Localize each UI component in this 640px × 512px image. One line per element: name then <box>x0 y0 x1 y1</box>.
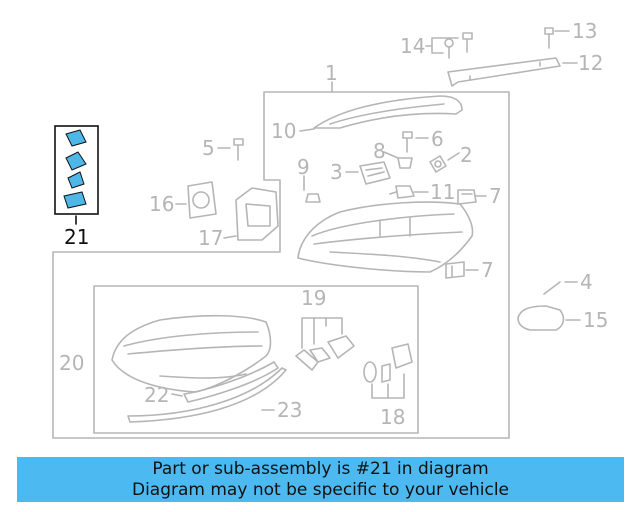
callout-4: 4 <box>580 270 593 294</box>
actuator-11 <box>389 185 429 199</box>
banner-line-2: Diagram may not be specific to your vehi… <box>131 479 509 500</box>
clip-7b <box>445 261 479 279</box>
trim-strip-22 <box>183 361 279 403</box>
inner-assembly-box <box>93 285 419 434</box>
callout-16: 16 <box>149 192 174 216</box>
callout-21: 21 <box>64 225 89 249</box>
info-banner: Part or sub-assembly is #21 in diagram D… <box>17 457 624 502</box>
banner-line-1: Part or sub-assembly is #21 in diagram <box>152 458 489 479</box>
clip-9 <box>303 175 321 203</box>
callout-13: 13 <box>572 19 597 43</box>
gasket-2 <box>429 152 460 173</box>
callout-11: 11 <box>430 180 455 204</box>
bezel-parts-19 <box>295 317 355 371</box>
callout-15: 15 <box>583 308 608 332</box>
trim-strip-23 <box>127 367 287 423</box>
bolt-6 <box>402 131 429 153</box>
callout-1: 1 <box>325 61 338 85</box>
screw-4 <box>543 281 578 295</box>
mounting-bracket <box>447 57 561 87</box>
callout-6: 6 <box>431 127 444 151</box>
highlight-box-21 <box>54 125 99 215</box>
callout-9: 9 <box>297 155 310 179</box>
callout-18: 18 <box>380 405 405 429</box>
screw-13 <box>544 27 570 49</box>
ballast-15 <box>517 305 581 331</box>
callout-8: 8 <box>373 139 386 163</box>
callout-10: 10 <box>271 119 296 143</box>
module-17 <box>223 187 279 241</box>
callout-12: 12 <box>578 51 603 75</box>
control-module-16 <box>175 181 217 219</box>
callout-23: 23 <box>277 398 302 422</box>
parts-18 <box>363 343 413 399</box>
callout-7b: 7 <box>481 258 494 282</box>
screw-14 <box>425 32 473 59</box>
callout-7a: 7 <box>489 184 502 208</box>
callout-3: 3 <box>330 160 343 184</box>
adjuster-3 <box>345 161 391 185</box>
part-21-clips <box>63 129 87 209</box>
clip-8 <box>383 151 413 169</box>
headlamp-assembly <box>297 201 474 273</box>
callout-20: 20 <box>59 351 84 375</box>
callout-14: 14 <box>400 34 425 58</box>
callout-2: 2 <box>460 143 473 167</box>
callout-5: 5 <box>202 136 215 160</box>
callout-17: 17 <box>198 226 223 250</box>
callout-22: 22 <box>144 383 169 407</box>
headlamp-trim <box>313 95 463 129</box>
headlamp-inner <box>111 314 272 393</box>
bolt-5 <box>217 138 244 161</box>
callout-19: 19 <box>301 286 326 310</box>
clip-7a <box>457 189 487 205</box>
assembly-outline <box>52 91 510 439</box>
